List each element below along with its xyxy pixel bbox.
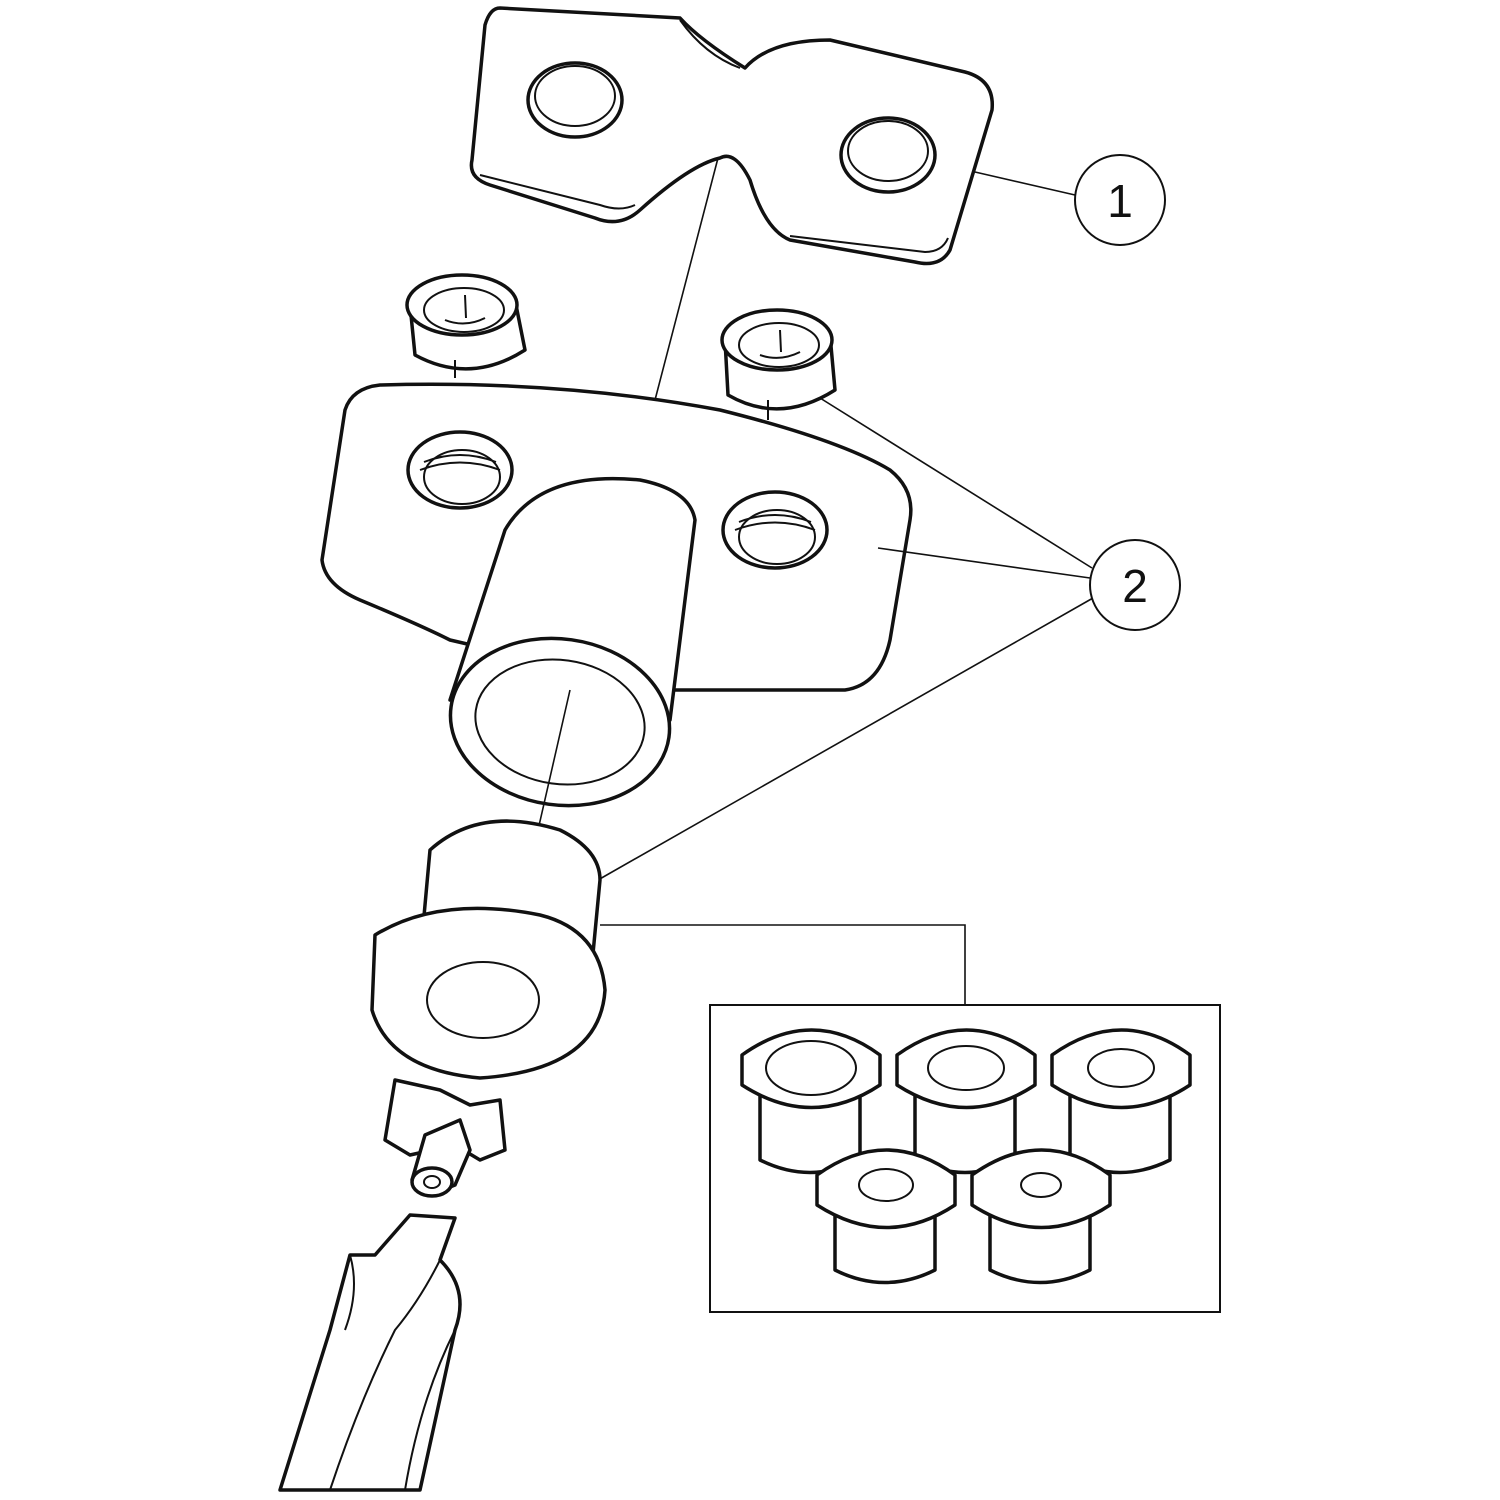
- bushing-option: [740, 1028, 882, 1175]
- bushing-option: [970, 1148, 1112, 1285]
- callout-1: 1: [974, 154, 1166, 246]
- drill-bit: [278, 1213, 462, 1492]
- callout-2: 2: [597, 397, 1181, 881]
- leader-line: [597, 597, 1094, 881]
- nozzle-insert: [383, 1078, 507, 1198]
- seal-cap-left: [405, 273, 527, 378]
- bushing: [370, 819, 607, 1080]
- bushing-set-box: [709, 1004, 1221, 1313]
- body-plate: [320, 382, 913, 808]
- callout-label: 1: [1107, 175, 1133, 227]
- axis-line: [654, 157, 719, 401]
- callout-label: 2: [1122, 560, 1148, 612]
- leader-line: [974, 171, 1076, 196]
- bushing-option: [1050, 1028, 1192, 1175]
- bushing-option: [895, 1028, 1037, 1175]
- bushing-option: [815, 1148, 957, 1285]
- leader-line: [819, 397, 1093, 569]
- top-plate: [469, 6, 994, 266]
- bracket-line: [600, 924, 966, 1005]
- leader-line: [877, 547, 1091, 579]
- axis-line: [537, 689, 571, 831]
- seal-cap-right: [720, 308, 837, 420]
